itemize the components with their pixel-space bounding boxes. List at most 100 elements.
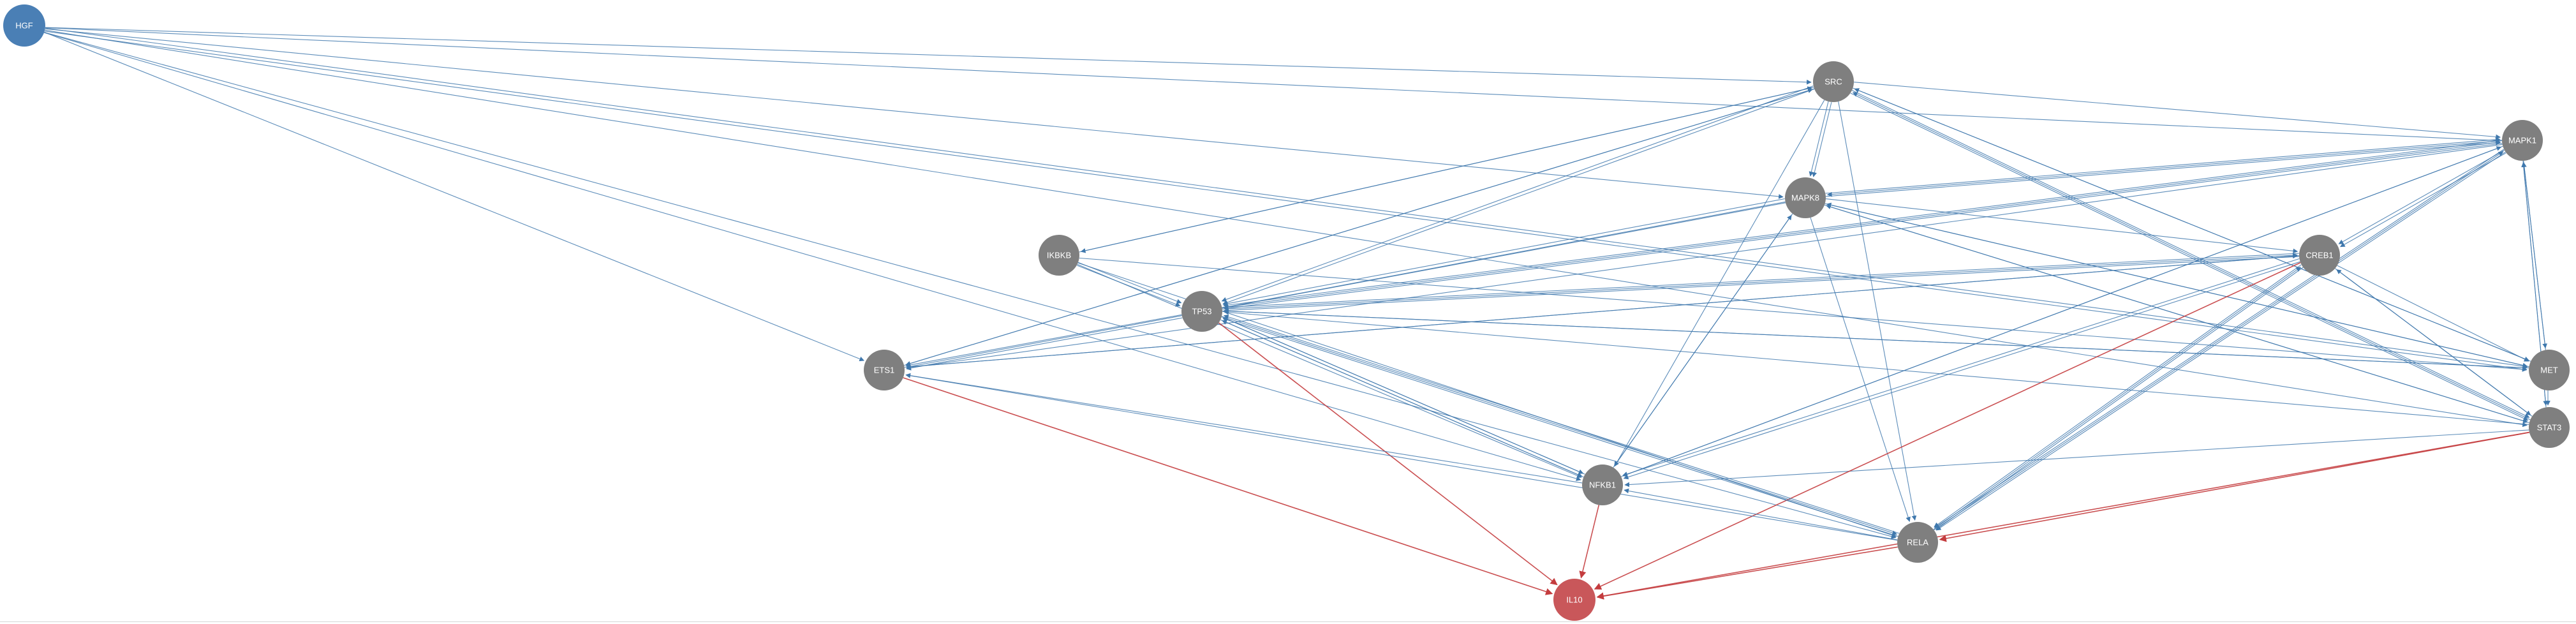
edge-src-to-mapk8[interactable] [1809, 101, 1829, 177]
edge-hgf-to-ets1[interactable] [44, 31, 865, 362]
edge-creb1-to-met[interactable] [2337, 265, 2529, 362]
edge-src-to-nfkb1[interactable] [1614, 100, 1825, 467]
edge-nfkb1-to-mapk8[interactable] [1613, 214, 1792, 468]
edge-mapk8-to-mapk1[interactable] [1825, 140, 2501, 197]
edge-tp53-to-rela[interactable] [1221, 316, 1898, 535]
node-tp53[interactable]: TP53 [1181, 291, 1222, 332]
edge-nfkb1-to-il10[interactable] [1579, 505, 1600, 579]
edge-tp53-to-ets1[interactable] [906, 317, 1183, 371]
node-ikbkb[interactable]: IKBKB [1039, 235, 1079, 276]
node-circle[interactable] [3, 4, 45, 47]
edge-stat3-to-nfkb1[interactable] [1624, 429, 2529, 487]
edge-stat3-to-il10[interactable] [1596, 431, 2529, 600]
edge-mapk1-to-ets1[interactable] [906, 144, 2503, 370]
edge-met-to-mapk1[interactable] [2522, 162, 2546, 350]
edge-rela-to-tp53[interactable] [1222, 317, 1899, 537]
edge-ikbkb-to-src[interactable] [1079, 86, 1813, 253]
edge-creb1-to-il10[interactable] [1594, 262, 2301, 590]
edge-ikbkb-to-met[interactable] [1079, 257, 2528, 372]
edge-creb1-to-nfkb1[interactable] [1623, 261, 2300, 480]
edge-rela-to-nfkb1[interactable] [1624, 488, 1898, 540]
edge-src-to-stat3[interactable] [1851, 90, 2530, 418]
edge-hgf-to-met[interactable] [45, 31, 2528, 372]
edge-hgf-to-mapk8[interactable] [45, 28, 1784, 199]
edge-mapk8-to-tp53[interactable] [1222, 198, 1785, 306]
edge-rela-to-tp53[interactable] [1223, 314, 1900, 534]
edge-ikbkb-to-tp53[interactable] [1077, 262, 1182, 304]
edge-src-to-tp53[interactable] [1222, 88, 1815, 305]
node-src[interactable]: SRC [1813, 61, 1854, 102]
node-circle[interactable] [1181, 291, 1222, 332]
edge-hgf-to-src[interactable] [45, 27, 1812, 85]
node-creb1[interactable]: CREB1 [2299, 235, 2340, 276]
edge-mapk1-to-rela[interactable] [1934, 149, 2505, 528]
edge-creb1-to-nfkb1[interactable] [1622, 258, 2300, 477]
node-circle[interactable] [1582, 464, 1623, 505]
edge-src-to-mapk1[interactable] [1854, 82, 2501, 140]
node-stat3[interactable]: STAT3 [2529, 407, 2570, 448]
edge-ikbkb-to-nfkb1[interactable] [1077, 264, 1582, 479]
edge-rela-to-mapk1[interactable] [1934, 151, 2504, 531]
edge-mapk8-to-creb1[interactable] [1825, 198, 2298, 254]
node-circle[interactable] [1785, 177, 1826, 218]
edge-mapk1-to-rela[interactable] [1936, 151, 2506, 531]
edge-ets1-to-creb1[interactable] [904, 253, 2298, 368]
edge-mapk8-to-mapk1[interactable] [1825, 137, 2501, 194]
edge-tp53-to-ets1[interactable] [905, 314, 1182, 368]
edge-nfkb1-to-tp53[interactable] [1222, 320, 1584, 478]
edge-nfkb1-to-tp53[interactable] [1223, 317, 1585, 475]
edge-mapk1-to-tp53[interactable] [1223, 140, 2502, 308]
node-circle[interactable] [2299, 235, 2340, 276]
node-rela[interactable]: RELA [1897, 522, 1938, 563]
edge-mapk1-to-creb1[interactable] [2338, 149, 2505, 244]
edge-mapk8-to-ets1[interactable] [906, 202, 1786, 369]
edge-src-to-rela[interactable] [1838, 101, 1917, 521]
node-circle[interactable] [1553, 579, 1595, 621]
edge-creb1-to-rela[interactable] [1934, 264, 2302, 528]
node-ets1[interactable]: ETS1 [864, 350, 905, 390]
edge-mapk8-to-rela[interactable] [1810, 217, 1911, 523]
edge-hgf-to-rela[interactable] [44, 32, 1897, 539]
edge-mapk8-to-tp53[interactable] [1223, 201, 1786, 309]
edge-hgf-to-stat3[interactable] [45, 29, 2528, 427]
edge-stat3-to-mapk8[interactable] [1826, 204, 2529, 424]
edge-stat3-to-src[interactable] [1852, 92, 2531, 420]
edge-tp53-to-mapk1[interactable] [1222, 140, 2501, 308]
node-il10[interactable]: IL10 [1553, 579, 1595, 621]
node-nfkb1[interactable]: NFKB1 [1582, 464, 1623, 505]
edge-creb1-to-rela[interactable] [1936, 267, 2304, 530]
node-mapk8[interactable]: MAPK8 [1785, 177, 1826, 218]
edge-tp53-to-creb1[interactable] [1222, 253, 2298, 309]
edge-rela-to-il10[interactable] [1596, 546, 1898, 600]
node-circle[interactable] [2502, 120, 2543, 161]
edge-rela-to-ets1[interactable] [905, 373, 1898, 541]
edge-mapk1-to-mapk8[interactable] [1826, 140, 2502, 197]
edge-hgf-to-met[interactable] [45, 27, 2528, 369]
edge-nfkb1-to-ets1[interactable] [905, 373, 1583, 484]
node-circle[interactable] [2529, 350, 2570, 390]
node-hgf[interactable]: HGF [3, 4, 45, 47]
edge-rela-to-creb1[interactable] [1933, 267, 2302, 530]
node-circle[interactable] [2529, 407, 2570, 448]
edge-nfkb1-to-mapk1[interactable] [1621, 146, 2502, 477]
edge-creb1-to-tp53[interactable] [1224, 256, 2300, 313]
edge-hgf-to-nfkb1[interactable] [43, 32, 1581, 481]
edge-ets1-to-il10[interactable] [903, 377, 1553, 595]
node-met[interactable]: MET [2529, 350, 2570, 390]
edge-hgf-to-mapk1[interactable] [45, 27, 2501, 143]
edge-creb1-to-stat3[interactable] [2335, 268, 2531, 416]
edge-src-to-tp53[interactable] [1221, 85, 1814, 302]
edge-src-to-stat3[interactable] [1850, 93, 2529, 421]
edge-met-to-src[interactable] [1854, 88, 2531, 362]
node-circle[interactable] [1897, 522, 1938, 563]
node-circle[interactable] [1039, 235, 1079, 276]
edge-mapk1-to-creb1[interactable] [2340, 152, 2506, 248]
edge-stat3-to-rela[interactable] [1939, 431, 2530, 542]
edge-creb1-to-tp53[interactable] [1223, 253, 2299, 310]
node-circle[interactable] [864, 350, 905, 390]
edge-stat3-to-tp53[interactable] [1224, 309, 2529, 425]
edge-met-to-mapk8[interactable] [1826, 202, 2529, 368]
edge-tp53-to-il10[interactable] [1218, 322, 1558, 586]
